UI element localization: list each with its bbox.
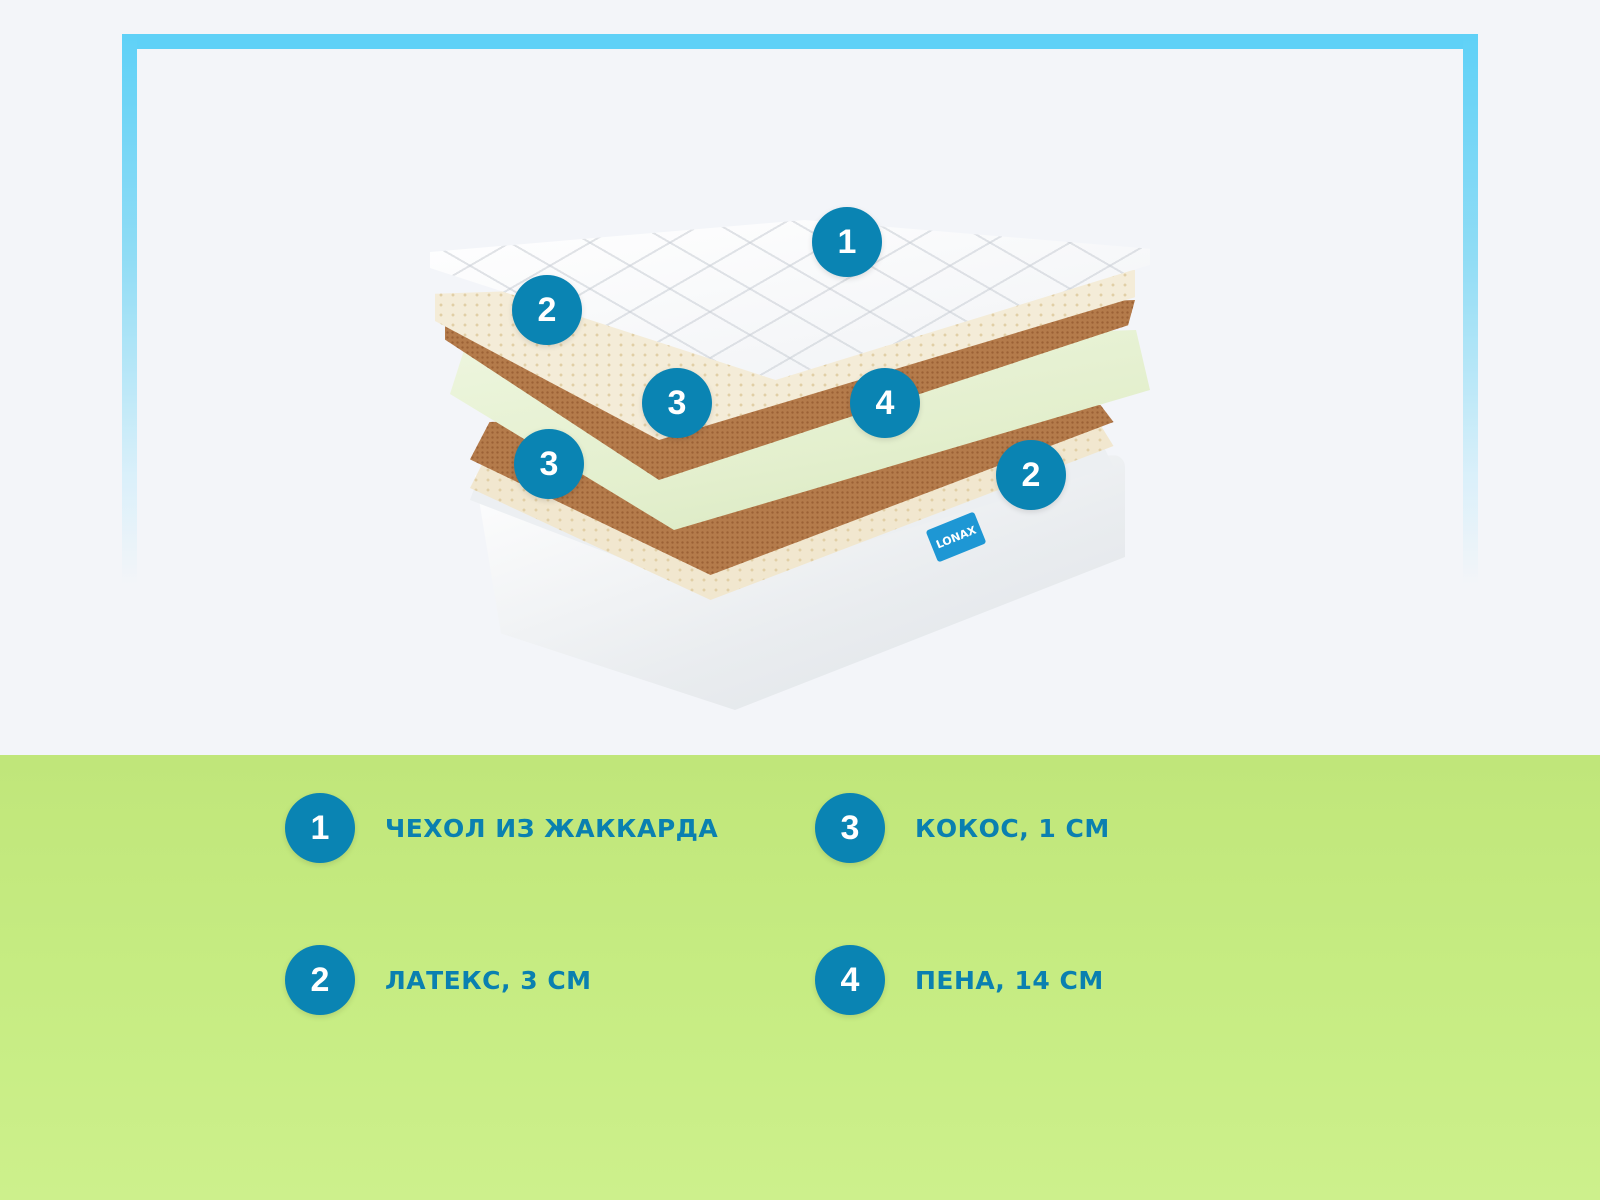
legend-item-foam: 4 ПЕНА, 14 СМ	[815, 945, 1104, 1015]
legend-badge: 4	[815, 945, 885, 1015]
legend-label: ЛАТЕКС, 3 СМ	[385, 965, 592, 995]
legend-item-coconut: 3 КОКОС, 1 СМ	[815, 793, 1110, 863]
callout-badge-coconut-bottom: 3	[514, 429, 584, 499]
frame-left-border	[122, 34, 137, 584]
legend-item-cover: 1 ЧЕХОЛ ИЗ ЖАККАРДА	[285, 793, 718, 863]
legend-badge: 3	[815, 793, 885, 863]
frame-right-border	[1463, 34, 1478, 584]
callout-badge-foam: 4	[850, 368, 920, 438]
legend-badge: 1	[285, 793, 355, 863]
callout-badge-latex-top: 2	[512, 275, 582, 345]
legend-label: КОКОС, 1 СМ	[915, 813, 1110, 843]
legend-item-latex: 2 ЛАТЕКС, 3 СМ	[285, 945, 592, 1015]
legend-label: ЧЕХОЛ ИЗ ЖАККАРДА	[385, 813, 719, 843]
decorative-frame	[122, 34, 1478, 584]
callout-badge-latex-bottom: 2	[996, 440, 1066, 510]
callout-badge-cover: 1	[812, 207, 882, 277]
callout-badge-coconut-top: 3	[642, 368, 712, 438]
frame-top-border	[122, 34, 1478, 49]
legend-badge: 2	[285, 945, 355, 1015]
legend-section: 1 ЧЕХОЛ ИЗ ЖАККАРДА 2 ЛАТЕКС, 3 СМ 3 КОК…	[0, 755, 1600, 1200]
legend-label: ПЕНА, 14 СМ	[915, 965, 1104, 995]
mattress-layers-illustration: LONAX 1 2 3 4 3 2	[430, 200, 1170, 720]
